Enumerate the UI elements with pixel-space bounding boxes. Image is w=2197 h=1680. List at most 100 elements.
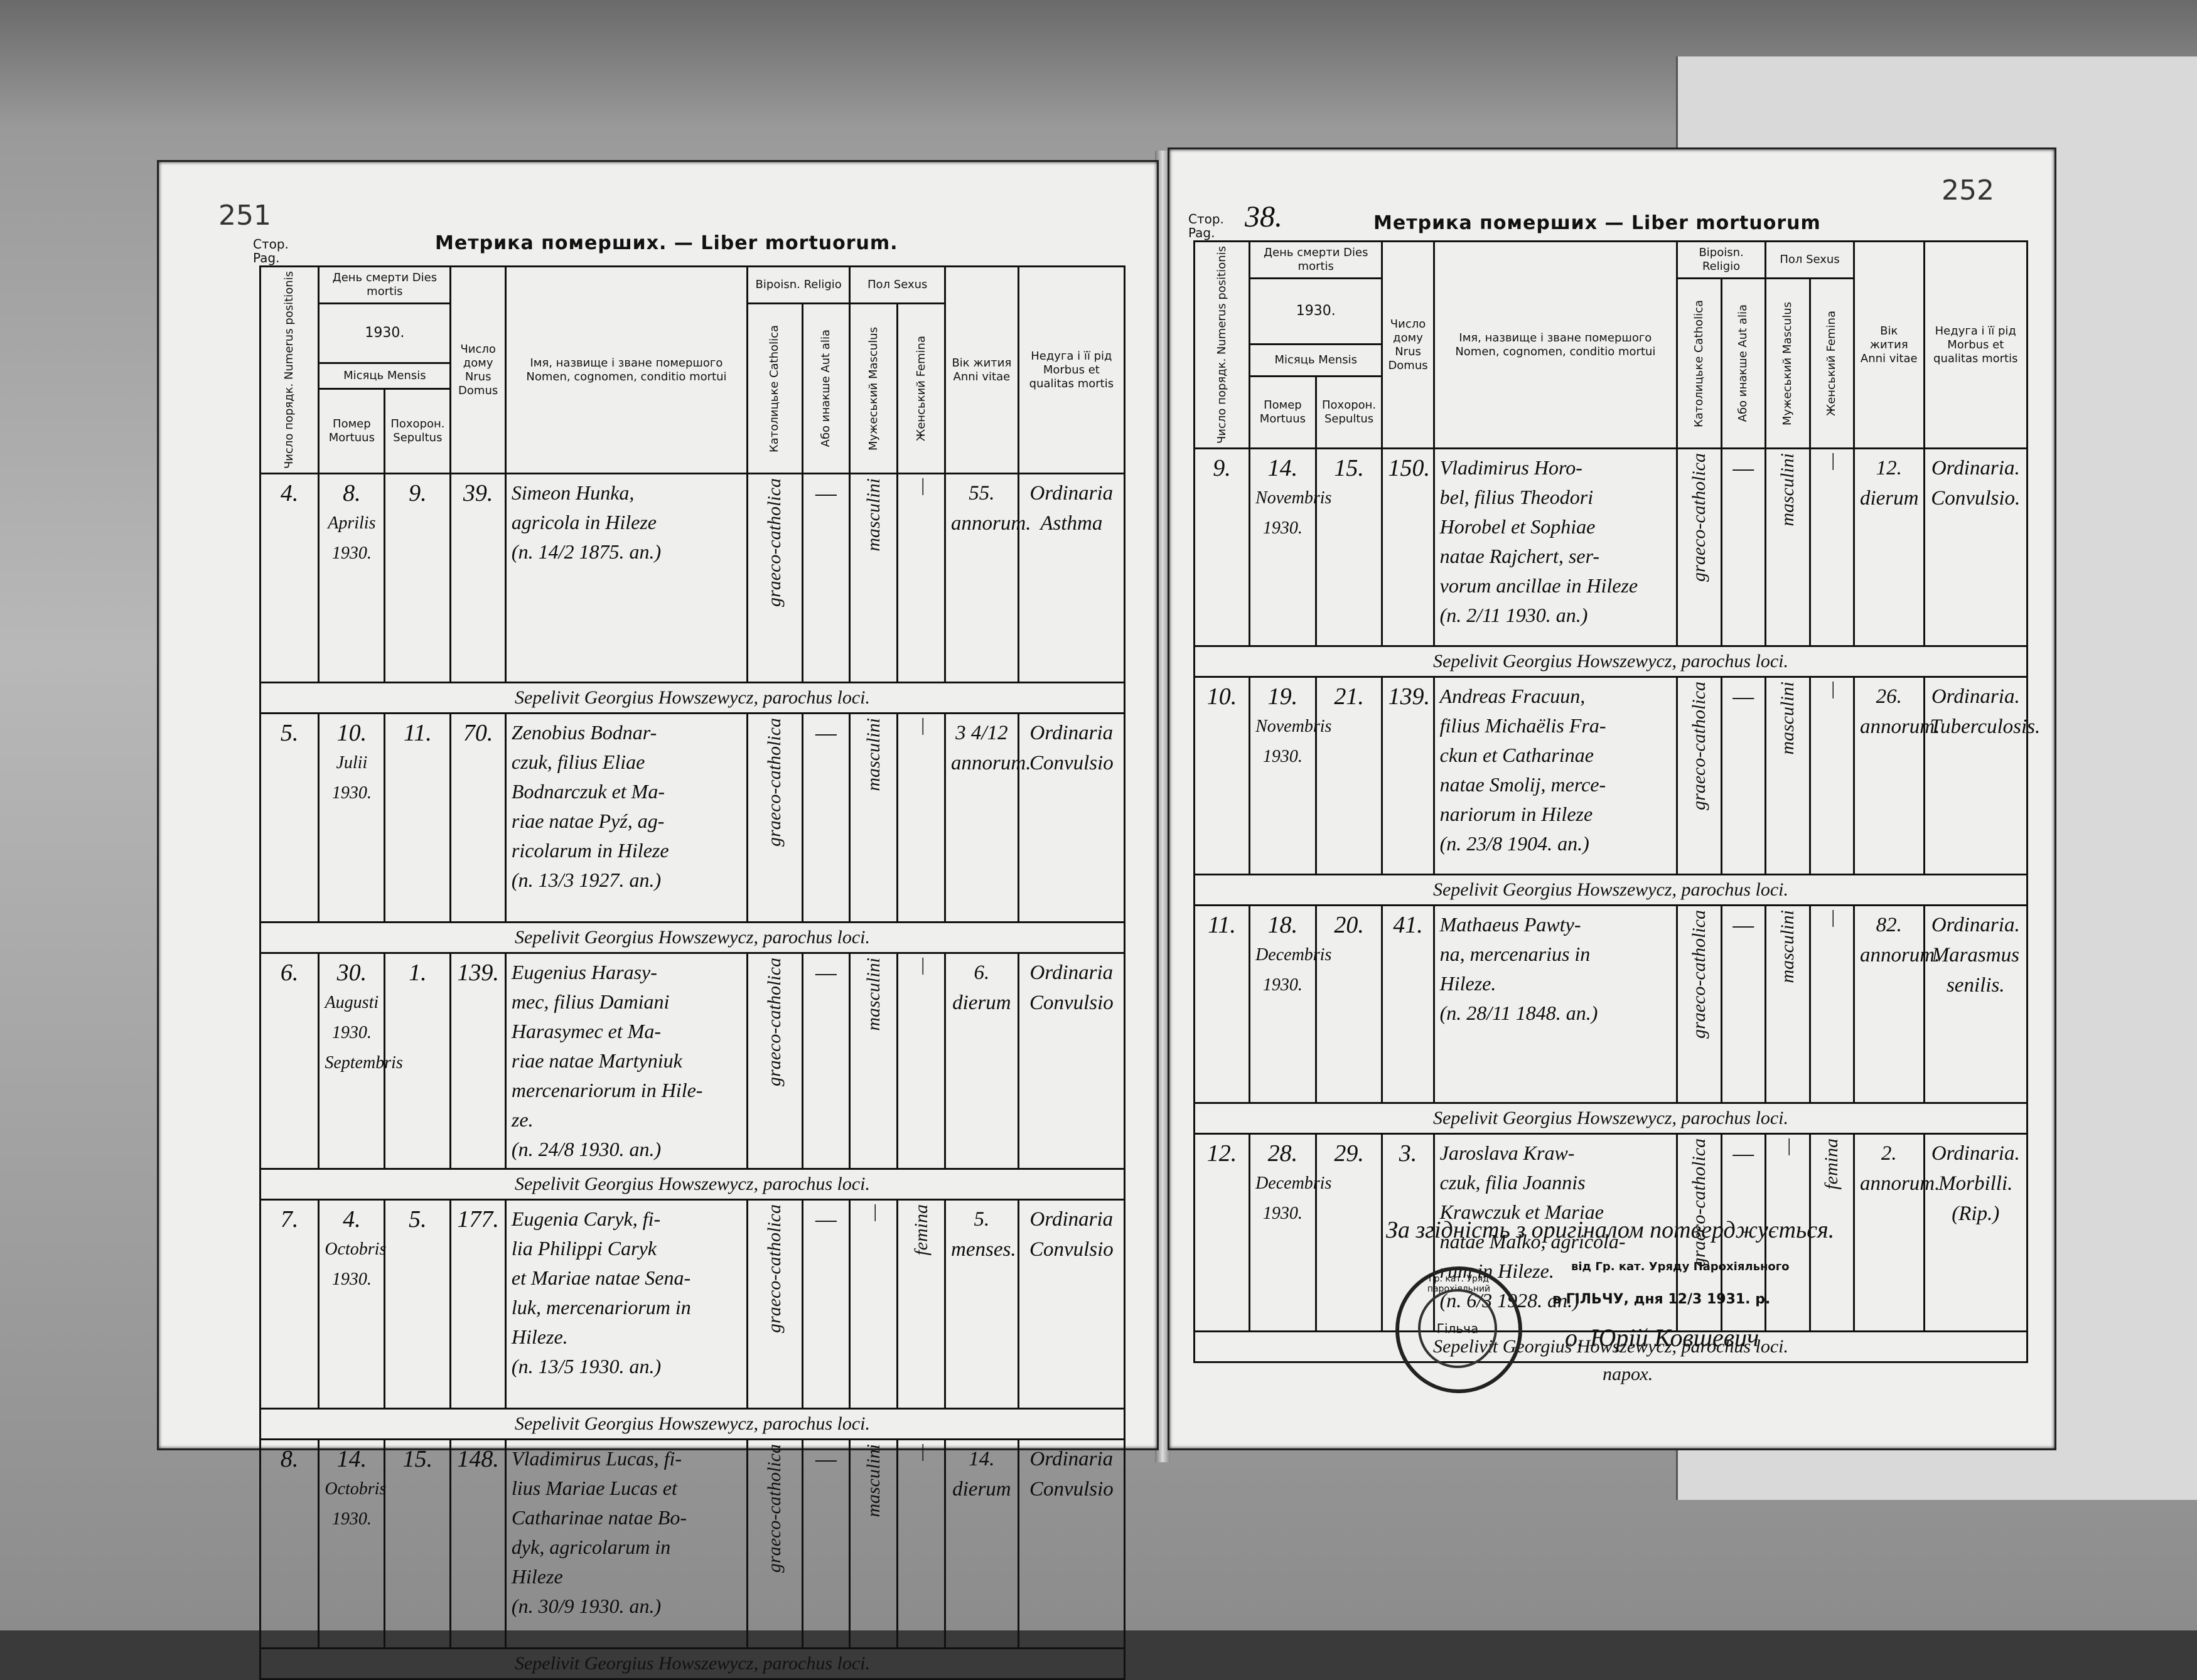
header-dies: День смерти Dies mortis bbox=[318, 265, 452, 304]
date-month: Novembris 1930. bbox=[1255, 488, 1332, 538]
date-sepultus: 29. bbox=[1334, 1140, 1364, 1167]
entry-number: 5. bbox=[259, 712, 320, 924]
religion-other-text: — bbox=[815, 480, 837, 507]
sex-female-text: — bbox=[910, 718, 932, 735]
table-row: 10.19. Novembris 1930.21.139.Andreas Fra… bbox=[1193, 676, 2040, 876]
sex-female: — bbox=[1808, 447, 1855, 648]
place-date: в ГІЛЬЧУ, дня 12/3 1931. р. bbox=[1552, 1292, 1771, 1307]
name-line: riae natae Pyź, ag- bbox=[511, 810, 665, 833]
name-line: Simeon Hunka, bbox=[511, 481, 635, 505]
religion-catholic: graeco-catholica bbox=[746, 952, 803, 1170]
name-line: (n. 28/11 1848. an.) bbox=[1439, 1002, 1598, 1025]
house-number-text: 139. bbox=[1388, 683, 1430, 710]
religion-text: graeco-catholica bbox=[1688, 682, 1709, 810]
name-line: Catharinae natae Bo- bbox=[511, 1506, 687, 1529]
header-masc: Мужеський Masculus bbox=[849, 302, 899, 475]
date-month: Decembris 1930. bbox=[1255, 945, 1332, 995]
page-number: 251 bbox=[218, 200, 271, 232]
name-line: Vladimirus Horo- bbox=[1439, 456, 1582, 479]
religion-catholic: graeco-catholica bbox=[746, 712, 803, 924]
sex-female: — bbox=[1808, 904, 1855, 1105]
entry-number-text: 6. bbox=[280, 960, 299, 987]
name-line: Andreas Fracuun, bbox=[1439, 685, 1586, 708]
entry-number-text: 5. bbox=[280, 720, 299, 747]
name-line: mec, filius Damiani bbox=[511, 990, 670, 1014]
house-number-text: 148. bbox=[457, 1446, 499, 1473]
table-row: 8.14. Octobris 1930.15.148.Vladimirus Lu… bbox=[259, 1438, 1126, 1650]
name-line: lius Mariae Lucas et bbox=[511, 1477, 677, 1500]
name-line: vorum ancillae in Hileze bbox=[1439, 574, 1638, 597]
cause-text: Ordinaria. Morbilli. (Rip.) bbox=[1931, 1142, 2020, 1226]
religion-other-text: — bbox=[815, 1206, 837, 1233]
name-line: Eugenia Caryk, fi- bbox=[511, 1207, 661, 1231]
header-sepultus: Похорон. Sepultus bbox=[1314, 375, 1383, 450]
header-year: 1930. bbox=[1249, 277, 1383, 345]
entry-number: 12. bbox=[1193, 1133, 1251, 1333]
cause-of-death: Ordinaria Convulsio bbox=[1017, 1438, 1126, 1650]
header-sexus: Пол Sexus bbox=[1765, 240, 1855, 279]
death-date: 30. Augusti 1930. Septembris bbox=[318, 952, 403, 1170]
sex-male: masculini bbox=[1765, 676, 1811, 876]
date-month: Decembris 1930. bbox=[1255, 1174, 1332, 1224]
header-fem: Женський Femina bbox=[1808, 277, 1855, 450]
name-line: Hileze. bbox=[511, 1325, 568, 1349]
table-row: 4.8. Aprilis 1930.9.39.Simeon Hunka,agri… bbox=[259, 473, 1126, 684]
entry-number: 8. bbox=[259, 1438, 320, 1650]
sex-male-text: — bbox=[1776, 1138, 1798, 1155]
date-mortuus: 14. bbox=[1267, 455, 1298, 482]
name-line: luk, mercenariorum in bbox=[511, 1296, 691, 1319]
page-title: Метрика померших — Liber mortuorum bbox=[1373, 212, 1821, 234]
sex-female: — bbox=[1808, 676, 1855, 876]
sex-male-text: masculini bbox=[1776, 910, 1798, 983]
page-label: Стор. Pag. bbox=[253, 237, 289, 265]
name-line: Jaroslava Kraw- bbox=[1439, 1142, 1575, 1165]
header-religio: Bipoisn. Religio bbox=[746, 265, 851, 304]
house-number-text: 39. bbox=[463, 480, 493, 507]
header-mortuus: Помер Mortuus bbox=[1249, 375, 1317, 450]
house-number: 150. bbox=[1381, 447, 1435, 648]
stamp-center-text: Гільча bbox=[1436, 1321, 1479, 1336]
name-line: lia Philippi Caryk bbox=[511, 1237, 657, 1260]
entry-number-text: 11. bbox=[1208, 912, 1236, 939]
name-line: Krawczuk et Mariae bbox=[1439, 1201, 1604, 1224]
header-morbus: Недуга і її рід Morbus et qualitas morti… bbox=[1017, 265, 1126, 475]
header-dies: День смерти Dies mortis bbox=[1249, 240, 1383, 279]
sex-female-text: femina bbox=[1821, 1138, 1842, 1190]
cause-text: Ordinaria. Convulsio. bbox=[1931, 457, 2021, 510]
date-month: Augusti 1930. Septembris bbox=[325, 993, 403, 1073]
cause-of-death: Ordinaria. Marasmus senilis. bbox=[1923, 904, 2029, 1105]
burial-note-row: Sepelivit Georgius Howszewycz, parochus … bbox=[1193, 1102, 2028, 1135]
entry-number: 9. bbox=[1193, 447, 1251, 648]
date-mortuus: 8. bbox=[343, 480, 361, 507]
entry-number: 6. bbox=[259, 952, 320, 1170]
age-text: 2. annorum. bbox=[1859, 1142, 1940, 1196]
office-line: від Гр. кат. Уряду Парохіяльного bbox=[1571, 1260, 1790, 1273]
burial-note: Sepelivit Georgius Howszewycz, parochus … bbox=[259, 1168, 1125, 1201]
sex-female-text: — bbox=[910, 1444, 932, 1461]
header-num: Число порядк. Numerus positionis bbox=[259, 265, 320, 475]
religion-other: — bbox=[801, 1438, 851, 1650]
cause-of-death: Ordinaria Asthma bbox=[1017, 473, 1126, 684]
burial-date: 21. bbox=[1314, 676, 1383, 876]
cause-text: Ordinaria Convulsio bbox=[1029, 1208, 1114, 1261]
sex-female-text: — bbox=[910, 958, 932, 975]
date-mortuus: 18. bbox=[1267, 912, 1298, 939]
header-morbus: Недуга і її рід Morbus et qualitas morti… bbox=[1923, 240, 2029, 450]
header-domus: Число дому Nrus Domus bbox=[1381, 240, 1435, 450]
age-text: 82. annorum. bbox=[1859, 914, 1940, 967]
sex-male: masculini bbox=[849, 1438, 899, 1650]
name-line: Hileze bbox=[511, 1565, 563, 1588]
religion-text: graeco-catholica bbox=[764, 478, 785, 607]
death-date: 18. Decembris 1930. bbox=[1249, 904, 1332, 1105]
entry-number-text: 8. bbox=[280, 1446, 299, 1473]
burial-note-row: Sepelivit Georgius Howszewycz, parochus … bbox=[1193, 645, 2028, 678]
burial-note-row: Sepelivit Georgius Howszewycz, parochus … bbox=[259, 1168, 1125, 1201]
house-number: 177. bbox=[449, 1199, 507, 1410]
name-line: Zenobius Bodnar- bbox=[511, 721, 657, 744]
parish-stamp: Гр. кат. Уряд парохіяльний Гільча bbox=[1395, 1266, 1522, 1393]
date-mortuus: 14. bbox=[336, 1446, 367, 1473]
sex-male-text: — bbox=[862, 1204, 884, 1221]
religion-catholic: graeco-catholica bbox=[1676, 904, 1722, 1105]
certification-note: За згідність з оригіналом потверджується… bbox=[1386, 1217, 1835, 1243]
